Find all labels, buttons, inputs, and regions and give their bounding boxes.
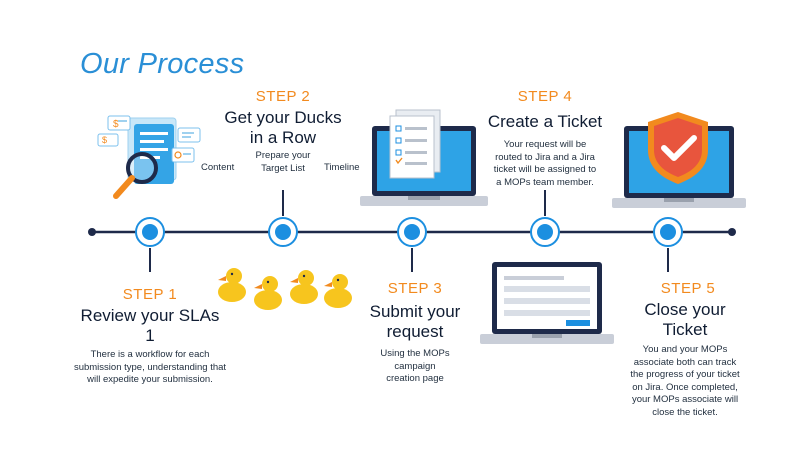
- step3-body-line: campaign: [394, 360, 436, 372]
- ducks-icon: [218, 268, 352, 310]
- laptop-shield-check-icon: [612, 112, 746, 208]
- step1-body-line: There is a workflow for each: [90, 349, 210, 360]
- step2-heading-line1: Get your Ducks: [224, 108, 342, 127]
- step5-body-line: the progress of your ticket: [630, 369, 740, 380]
- step1-body-line: submission type, understanding that: [73, 361, 227, 373]
- step1-body-line: will expedite your submission.: [87, 374, 213, 385]
- step5-heading: Close your Ticket: [600, 300, 770, 340]
- step2-sub-target: Prepare your Target List: [243, 150, 323, 175]
- document-magnifier-icon: $ $: [97, 115, 201, 199]
- step3-body-line: Using the MOPs: [380, 348, 450, 359]
- step4-heading: Create a Ticket: [465, 112, 625, 132]
- laptop-checklist-icon: [360, 109, 488, 206]
- step5-body-line: your MOPs associate will: [631, 394, 739, 405]
- step4-body-line: Your request will be: [503, 139, 587, 150]
- step5-body-line: on Jira. Once completed,: [632, 381, 738, 393]
- step5-heading-line2: Ticket: [662, 320, 708, 339]
- step3-heading-line1: Submit your: [369, 302, 461, 321]
- step1-heading: Review your SLAs 1: [60, 306, 240, 346]
- step4-heading-line1: Create a Ticket: [487, 112, 603, 131]
- timeline-node-step4: [530, 217, 560, 247]
- step3-body-line: creation page: [386, 373, 444, 384]
- step4-label: STEP 4: [517, 88, 573, 105]
- step4-body-line: a MOPs team member.: [496, 176, 594, 188]
- step3-label: STEP 3: [387, 280, 443, 297]
- step5-body-line: associate both can track: [633, 356, 737, 368]
- step4-body: Your request will be routed to Jira and …: [480, 139, 610, 189]
- timeline-node-step1: [135, 217, 165, 247]
- step5-body-line: You and your MOPs: [642, 344, 728, 355]
- laptop-form-icon: [480, 262, 614, 344]
- step1-label: STEP 1: [122, 286, 178, 303]
- step1-body: There is a workflow for each submission …: [55, 349, 245, 387]
- svg-text:$: $: [102, 135, 107, 145]
- step1-heading-line1: Review your SLAs: [80, 306, 220, 325]
- step2-heading: Get your Ducks in a Row: [203, 108, 363, 148]
- timeline-start-dot: [88, 228, 96, 236]
- timeline-node-step2: [268, 217, 298, 247]
- page-title: Our Process: [80, 48, 245, 80]
- step4-body-line: ticket will be assigned to: [493, 164, 597, 175]
- step1-heading-line2: 1: [145, 326, 155, 345]
- step3-heading-line2: request: [386, 322, 444, 341]
- timeline-node-step3: [397, 217, 427, 247]
- step2-label: STEP 2: [255, 88, 311, 105]
- step2-sub-target-line: Target List: [261, 162, 305, 174]
- step2-sub-content: Content: [201, 162, 235, 173]
- svg-text:$: $: [113, 119, 119, 130]
- step5-body-line: close the ticket.: [652, 406, 718, 418]
- step2-heading-line2: in a Row: [249, 128, 317, 147]
- timeline-end-dot: [728, 228, 736, 236]
- step5-heading-line1: Close your: [644, 300, 726, 319]
- step3-body: Using the MOPs campaign creation page: [355, 348, 475, 386]
- timeline-node-step5: [653, 217, 683, 247]
- step2-sub-timeline: Timeline: [324, 162, 360, 173]
- step2-sub-target-line: Prepare your: [255, 150, 311, 161]
- step5-body: You and your MOPs associate both can tra…: [615, 344, 755, 419]
- step5-label: STEP 5: [660, 280, 716, 297]
- step4-body-line: routed to Jira and a Jira: [495, 151, 595, 163]
- step3-heading: Submit your request: [335, 302, 495, 342]
